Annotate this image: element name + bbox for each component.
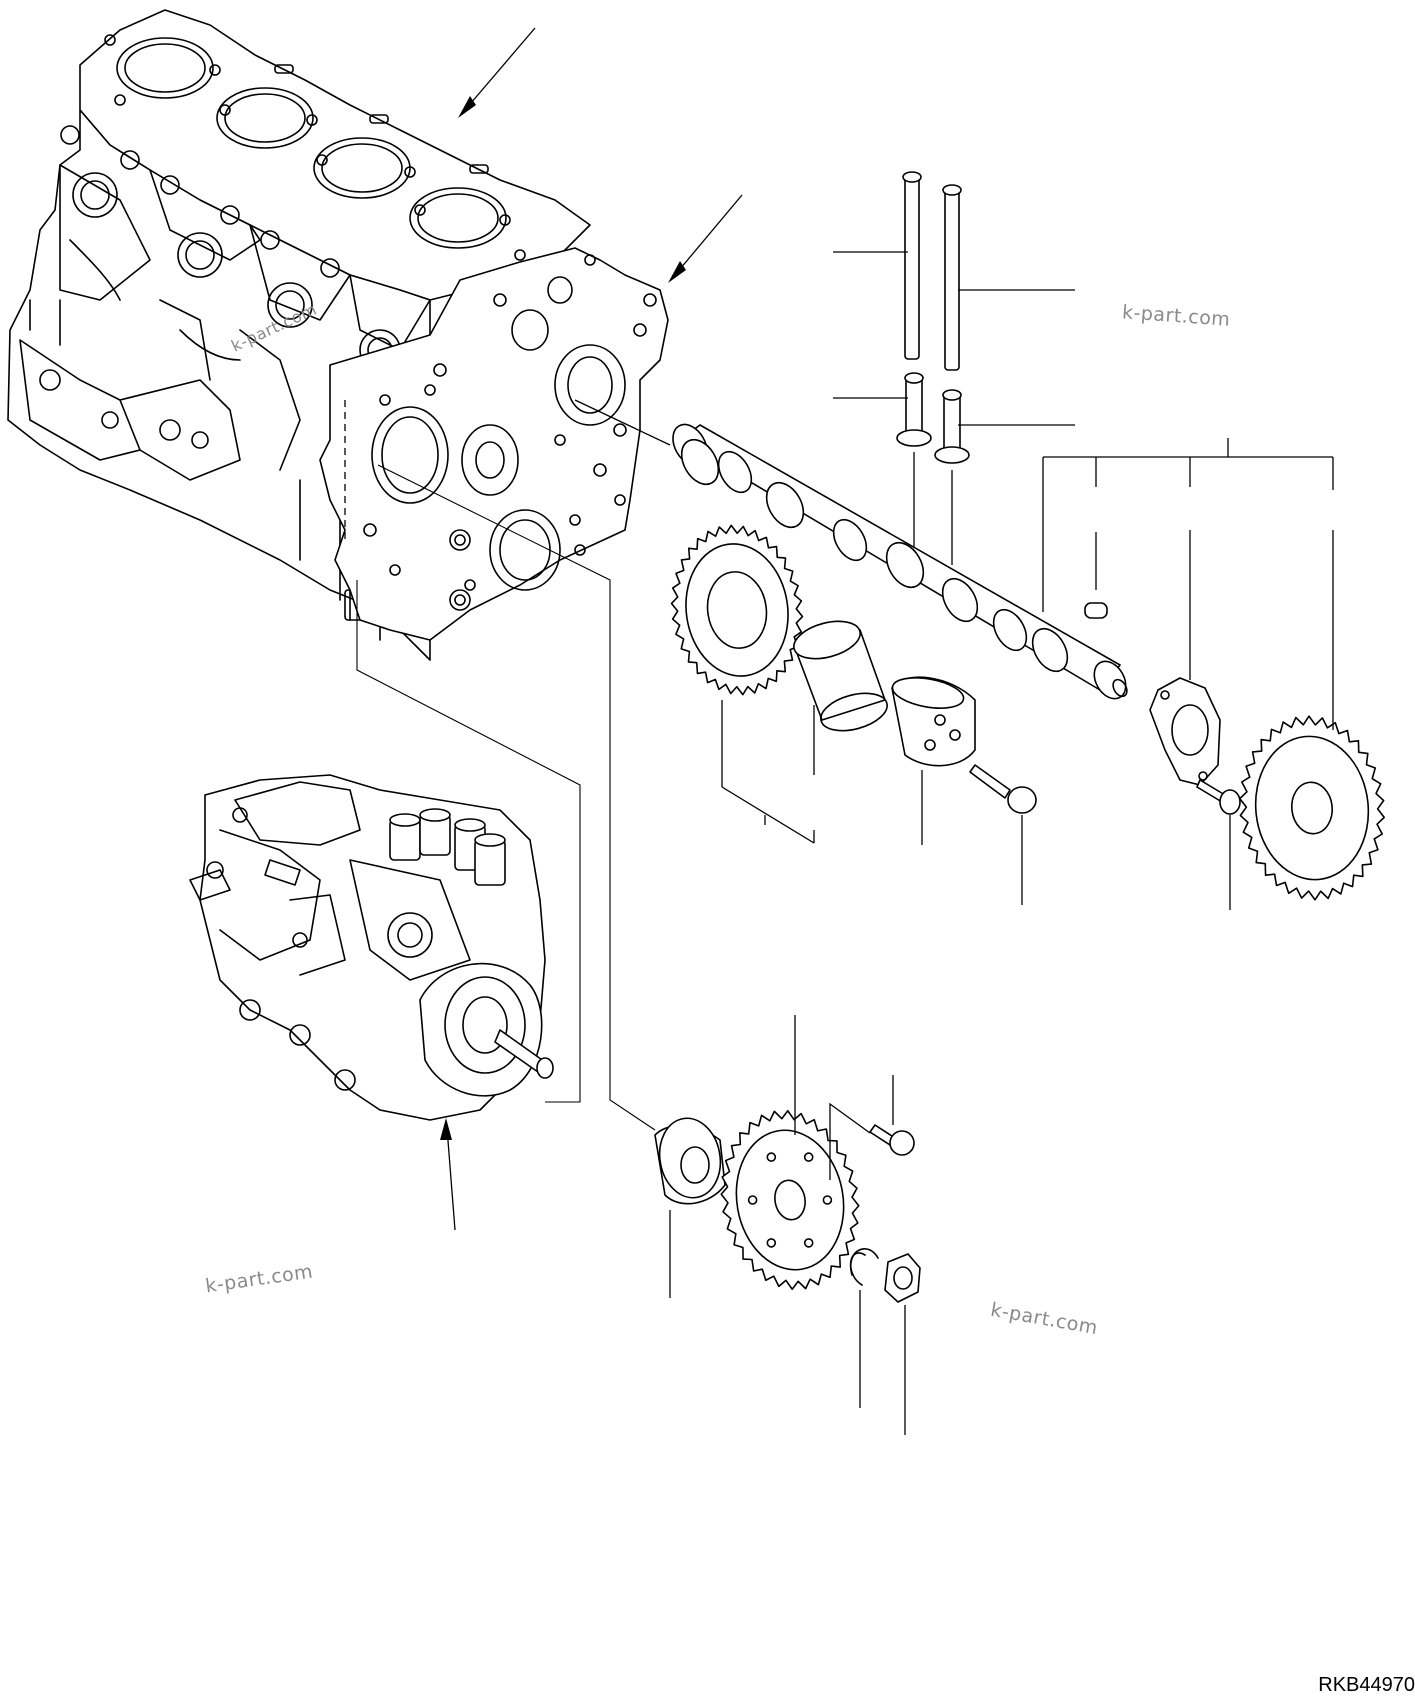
assembly-leaders xyxy=(356,464,656,1131)
idler-shaft xyxy=(891,676,976,845)
pump-gear-bolt xyxy=(829,1075,915,1180)
camshaft-key xyxy=(1084,532,1108,619)
camshaft-group-leader xyxy=(1042,438,1334,612)
camshaft xyxy=(574,399,1128,700)
camshaft-gear xyxy=(1239,715,1385,901)
idler-gear xyxy=(670,524,804,696)
injection-pump-gear xyxy=(720,1109,860,1291)
idler-group-leader xyxy=(721,700,815,844)
cylinder-block xyxy=(7,9,591,661)
push-rods xyxy=(833,171,1075,371)
fuel-injection-pump xyxy=(189,774,554,1121)
pump-gear-flange xyxy=(654,1117,726,1298)
spring-washer xyxy=(849,1248,879,1408)
drawing-code: RKB44970 xyxy=(1318,1674,1415,1696)
idler-bushing xyxy=(793,620,888,775)
thrust-plate-bolt xyxy=(1196,779,1241,910)
pump-gear-nut xyxy=(884,1253,921,1435)
reference-arrows xyxy=(440,27,743,1231)
thrust-plate xyxy=(1149,530,1221,786)
idler-shaft-bolt xyxy=(969,764,1037,905)
valve-tappets xyxy=(833,372,1075,565)
